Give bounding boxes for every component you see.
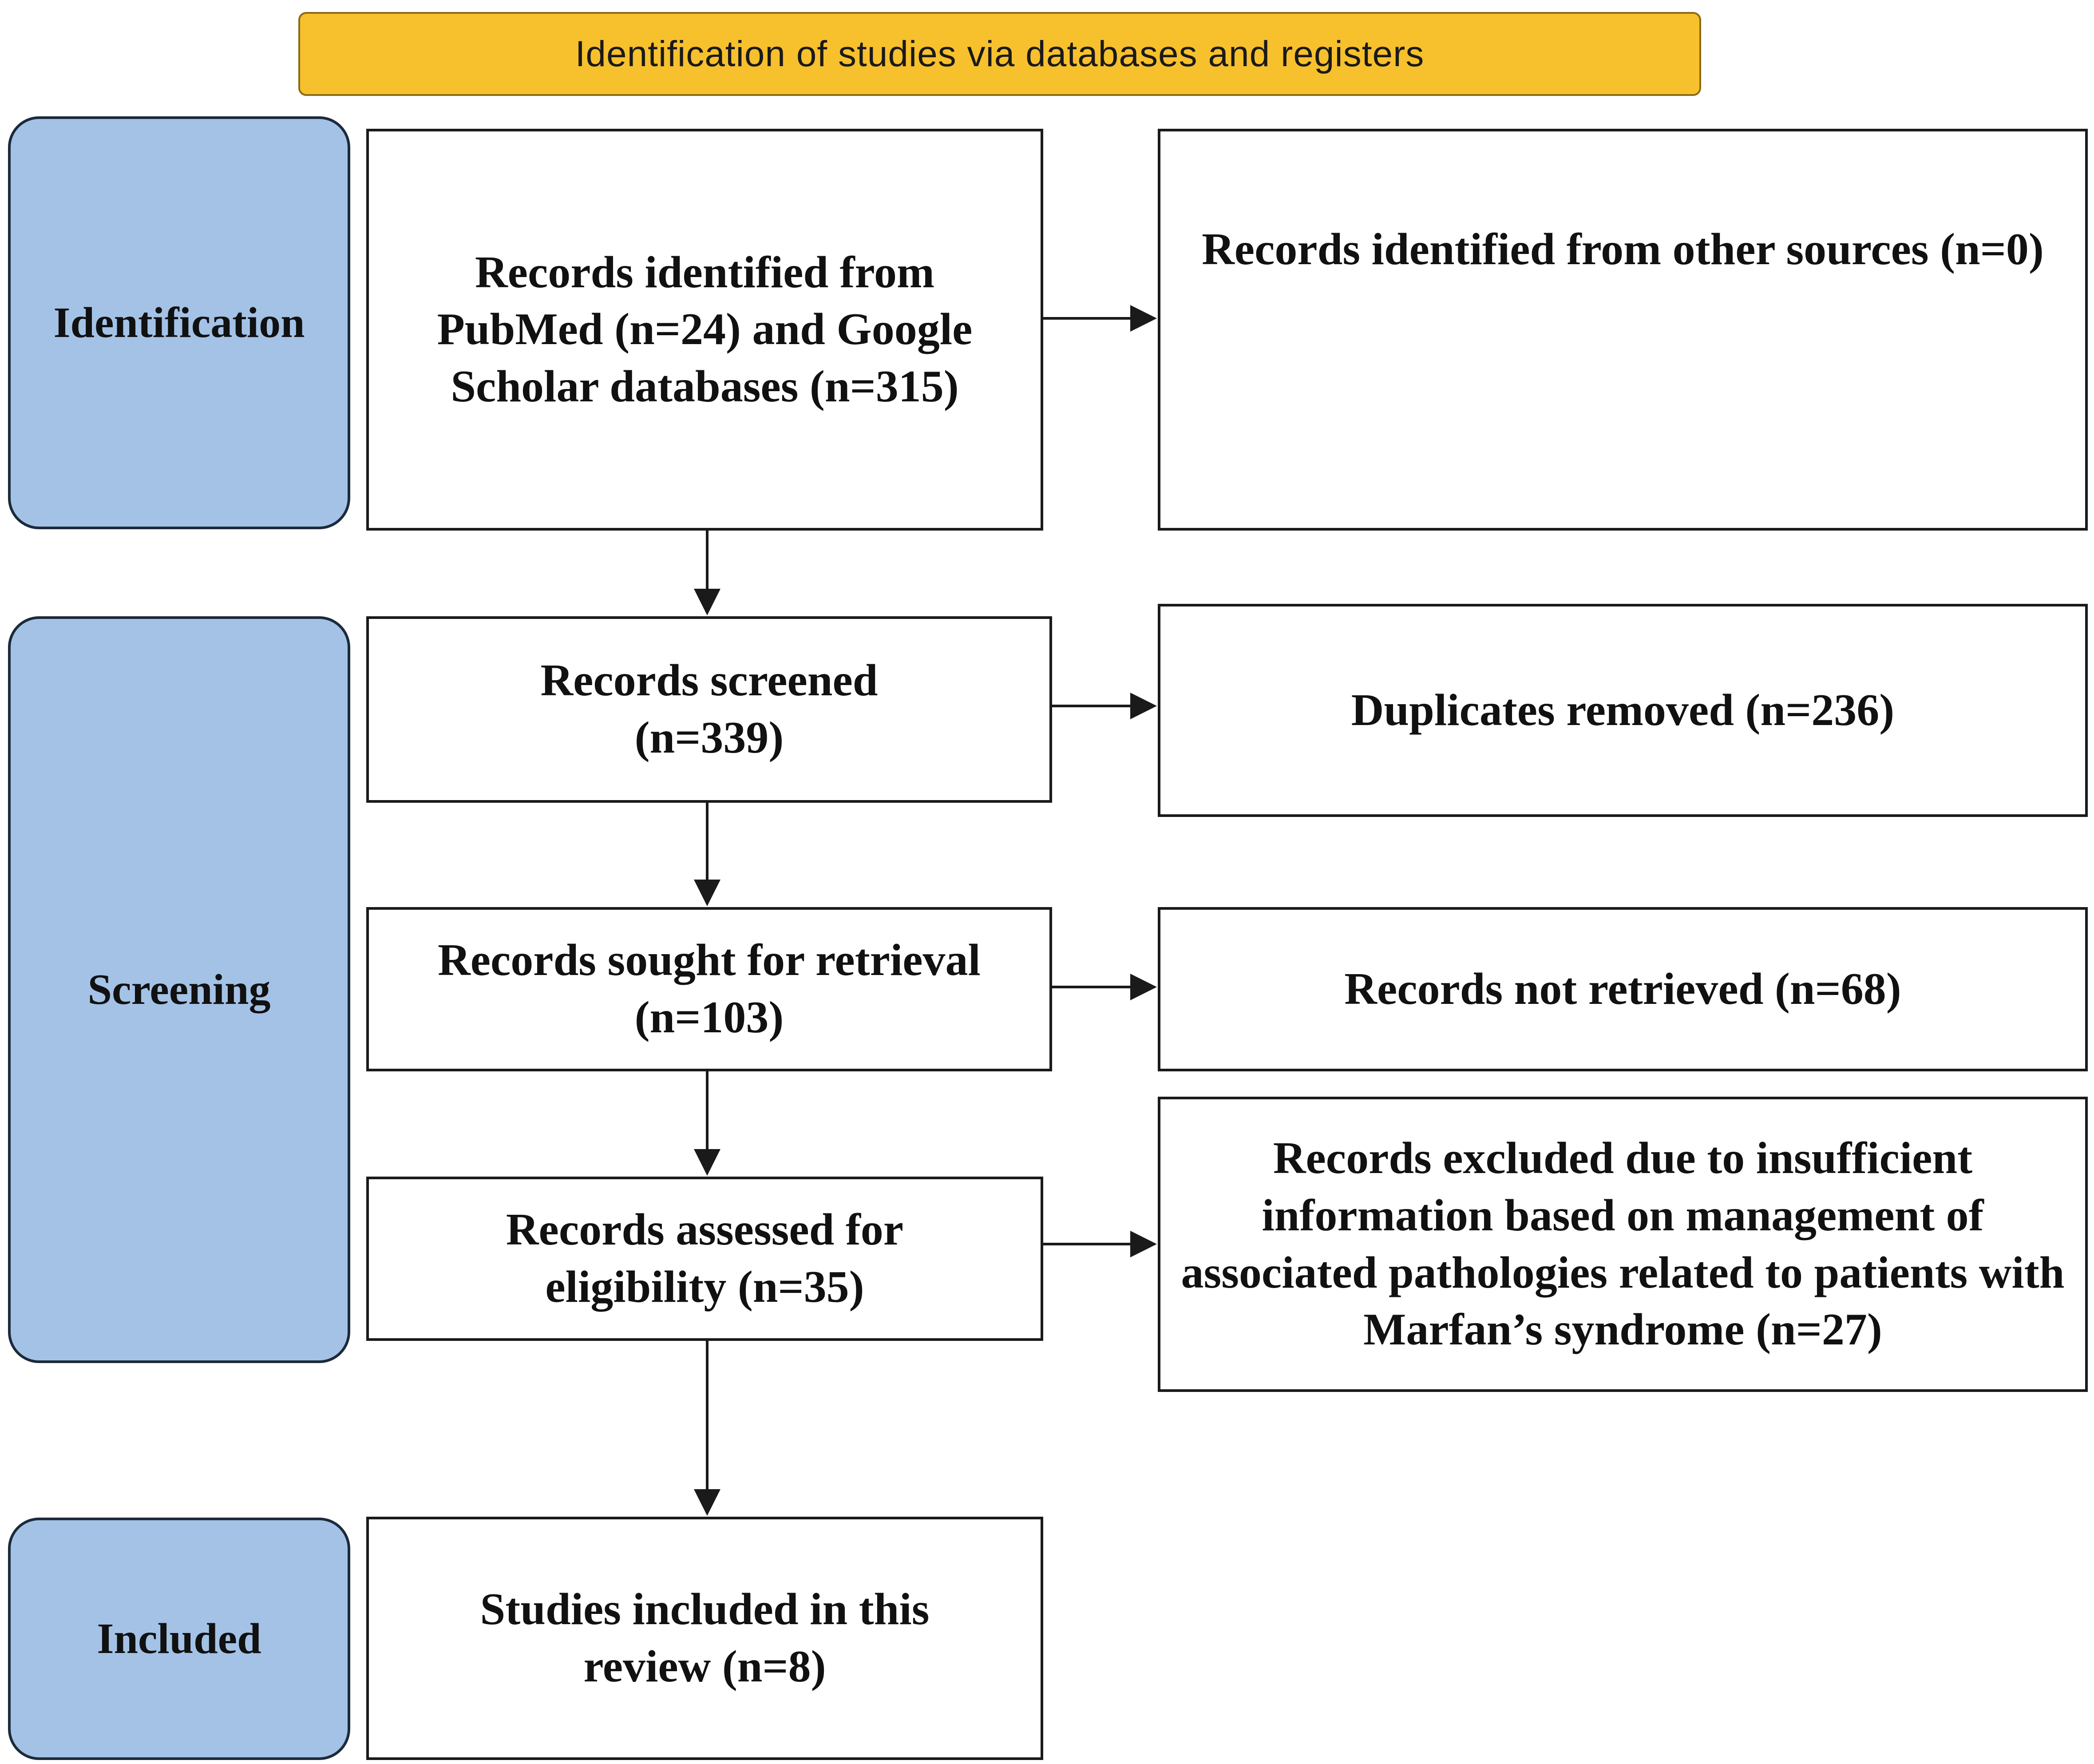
- box-records-sought-retrieval: Records sought for retrieval (n=103): [366, 907, 1052, 1071]
- phase-screening: Screening: [8, 616, 350, 1363]
- box-other-sources: Records identified from other sources (n…: [1158, 129, 2088, 531]
- box-records-assessed-eligibility: Records assessed for eligibility (n=35): [366, 1177, 1043, 1341]
- box-other-sources-text: Records identified from other sources (n…: [1202, 224, 2044, 275]
- box-records-assessed-eligibility-text: Records assessed for eligibility (n=35): [506, 1205, 904, 1312]
- box-records-screened: Records screened (n=339): [366, 616, 1052, 803]
- phase-included-label: Included: [97, 1615, 261, 1663]
- diagram-header-banner: Identification of studies via databases …: [298, 12, 1701, 96]
- box-duplicates-removed-text: Duplicates removed (n=236): [1351, 685, 1895, 735]
- box-records-identified: Records identified from PubMed (n=24) an…: [366, 129, 1043, 531]
- phase-screening-label: Screening: [87, 966, 271, 1014]
- phase-included: Included: [8, 1518, 350, 1760]
- box-studies-included: Studies included in this review (n=8): [366, 1517, 1043, 1760]
- box-records-not-retrieved: Records not retrieved (n=68): [1158, 907, 2088, 1071]
- box-duplicates-removed: Duplicates removed (n=236): [1158, 604, 2088, 817]
- box-records-not-retrieved-text: Records not retrieved (n=68): [1344, 963, 1901, 1014]
- box-records-screened-text: Records screened (n=339): [540, 655, 878, 763]
- box-records-excluded: Records excluded due to insufficient inf…: [1158, 1097, 2088, 1392]
- box-studies-included-text: Studies included in this review (n=8): [480, 1584, 930, 1692]
- box-records-excluded-text: Records excluded due to insufficient inf…: [1181, 1133, 2065, 1355]
- box-records-sought-retrieval-text: Records sought for retrieval (n=103): [438, 935, 981, 1043]
- phase-identification: Identification: [8, 116, 350, 529]
- diagram-header-title: Identification of studies via databases …: [575, 33, 1425, 74]
- phase-identification-label: Identification: [53, 299, 305, 347]
- box-records-identified-text: Records identified from PubMed (n=24) an…: [437, 247, 973, 412]
